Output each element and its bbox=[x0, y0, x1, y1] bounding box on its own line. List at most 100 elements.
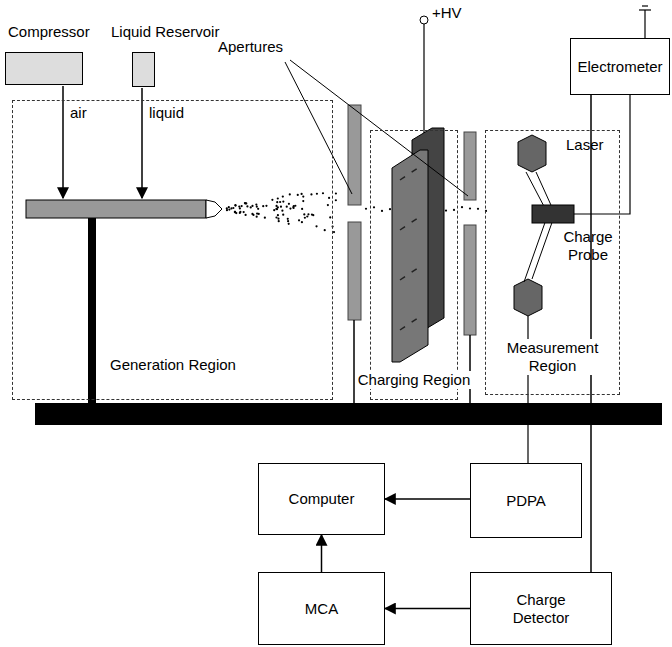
droplet bbox=[256, 212, 258, 214]
droplet bbox=[287, 218, 289, 220]
node-label: Computer bbox=[289, 490, 355, 508]
droplet bbox=[278, 220, 280, 222]
connector bbox=[321, 535, 323, 572]
node-label: Measurement Region bbox=[505, 339, 601, 375]
part-label: Laser bbox=[566, 136, 604, 154]
droplet bbox=[255, 204, 257, 206]
droplet bbox=[316, 193, 318, 195]
droplet bbox=[277, 214, 279, 216]
droplet bbox=[289, 193, 291, 195]
connector bbox=[385, 608, 470, 610]
droplet bbox=[251, 205, 253, 207]
droplet bbox=[277, 197, 279, 199]
droplet bbox=[289, 208, 291, 210]
droplet bbox=[365, 208, 367, 210]
voltage-label: +HV bbox=[432, 4, 462, 22]
droplet bbox=[239, 207, 241, 209]
droplet bbox=[288, 203, 290, 205]
droplet bbox=[282, 195, 284, 197]
droplet bbox=[373, 206, 375, 208]
droplet bbox=[244, 214, 246, 216]
droplet bbox=[292, 207, 294, 209]
droplet bbox=[302, 200, 304, 202]
aperture-post bbox=[353, 320, 355, 404]
droplet bbox=[257, 208, 259, 210]
laser-beams bbox=[524, 172, 555, 282]
droplet bbox=[239, 211, 241, 213]
droplet bbox=[244, 202, 246, 204]
droplet bbox=[307, 213, 309, 215]
pdpa-box: PDPA bbox=[470, 463, 582, 538]
droplet bbox=[234, 204, 236, 206]
droplet bbox=[453, 209, 455, 211]
droplet bbox=[256, 216, 258, 218]
droplet bbox=[282, 201, 284, 203]
droplet bbox=[310, 193, 312, 195]
electrometer-box: Electrometer bbox=[570, 38, 670, 95]
node-label: Charging Region bbox=[356, 371, 473, 389]
node-label: Liquid Reservoir bbox=[109, 23, 221, 41]
nozzle-tip bbox=[206, 200, 222, 218]
droplet bbox=[333, 231, 335, 233]
node-label: MCA bbox=[305, 600, 338, 618]
droplet bbox=[265, 205, 267, 207]
droplet bbox=[276, 201, 278, 203]
ground-symbol bbox=[639, 9, 651, 10]
droplet bbox=[232, 207, 234, 209]
node-label: Electrometer bbox=[577, 58, 662, 76]
node-label: PDPA bbox=[506, 492, 546, 510]
charge-probe bbox=[532, 205, 574, 223]
droplet bbox=[335, 192, 337, 194]
droplet bbox=[294, 205, 296, 207]
droplet bbox=[226, 209, 228, 211]
nozzle-support bbox=[88, 218, 96, 404]
droplet bbox=[238, 205, 240, 207]
air-line bbox=[62, 86, 64, 198]
droplet bbox=[445, 209, 447, 211]
droplet bbox=[280, 206, 282, 208]
hv-wire bbox=[423, 24, 424, 133]
droplet bbox=[264, 217, 266, 219]
droplet bbox=[303, 213, 305, 215]
droplet bbox=[301, 221, 303, 223]
droplet bbox=[304, 217, 306, 219]
charging-electrode bbox=[392, 150, 428, 362]
droplet bbox=[234, 204, 236, 206]
droplet bbox=[292, 206, 294, 208]
droplet bbox=[241, 205, 243, 207]
droplet bbox=[256, 206, 258, 208]
droplet bbox=[298, 219, 300, 221]
droplet bbox=[315, 225, 317, 227]
droplet bbox=[273, 209, 275, 211]
aperture-plate bbox=[348, 222, 361, 320]
droplet bbox=[251, 213, 253, 215]
droplet bbox=[281, 210, 283, 212]
laser bbox=[518, 135, 546, 172]
droplet bbox=[262, 205, 264, 207]
ground-bar bbox=[35, 403, 662, 425]
droplet bbox=[275, 205, 277, 207]
probe-wire bbox=[574, 95, 630, 214]
droplet bbox=[246, 205, 248, 207]
laser-receiver bbox=[514, 279, 542, 316]
droplet bbox=[324, 229, 326, 231]
droplet bbox=[279, 201, 281, 203]
node-label: Compressor bbox=[6, 23, 92, 41]
droplet bbox=[228, 206, 230, 208]
droplet bbox=[389, 208, 391, 210]
nozzle bbox=[26, 200, 206, 218]
droplet bbox=[335, 199, 337, 201]
charging-region: Charging Region bbox=[370, 130, 458, 400]
droplet bbox=[244, 202, 246, 204]
droplet bbox=[301, 193, 303, 195]
ground-symbol bbox=[642, 5, 648, 6]
computer-box: Computer bbox=[258, 463, 385, 535]
leader-line bbox=[290, 60, 468, 196]
aperture-plate bbox=[464, 132, 476, 200]
part-label: Charge Probe bbox=[562, 228, 614, 264]
part-label: Apertures bbox=[218, 38, 283, 56]
node-label: Generation Region bbox=[108, 356, 238, 374]
droplet bbox=[461, 206, 463, 208]
